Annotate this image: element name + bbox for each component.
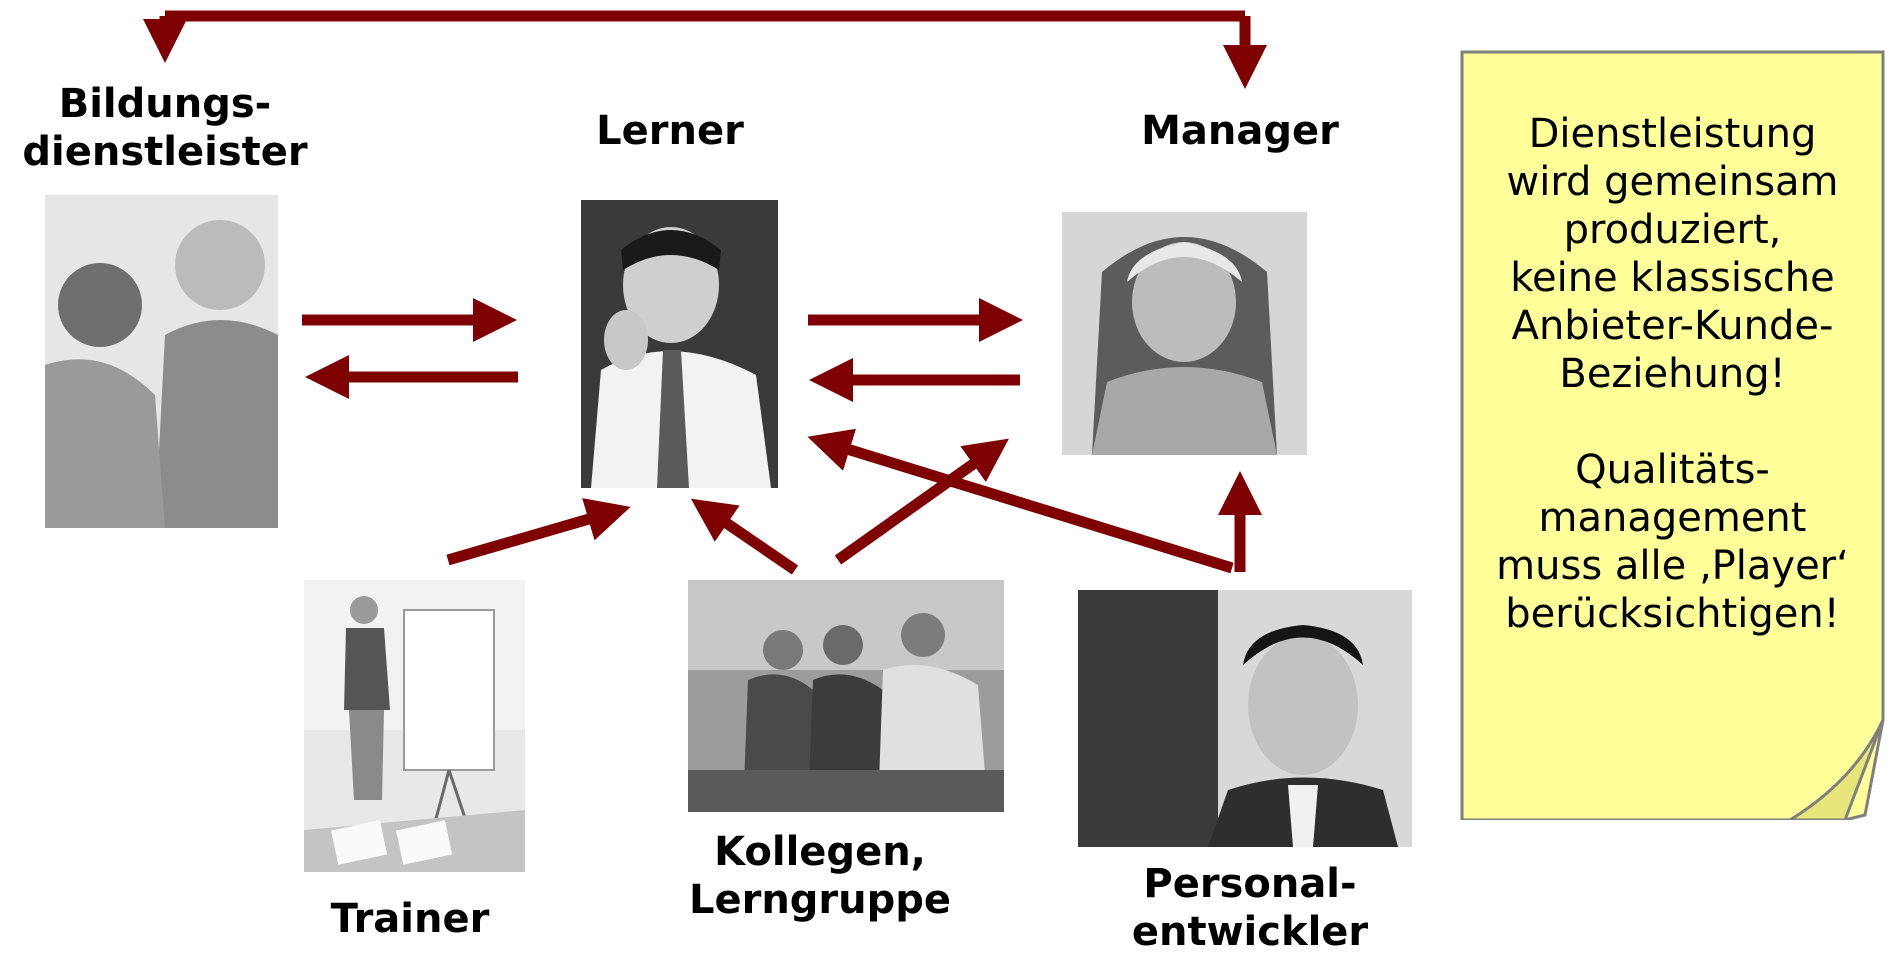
lerner-photo [581, 200, 778, 488]
kollegen-photo [688, 580, 1004, 812]
label-bildungsdienstleister: Bildungs- dienstleister [22, 81, 308, 175]
label-kollegen: Kollegen, Lerngruppe [688, 829, 952, 923]
trainer-photo [304, 580, 525, 872]
note-curl [1787, 719, 1885, 820]
bildungsdienstleister-photo [45, 195, 278, 528]
label-manager: Manager [1141, 108, 1339, 154]
label-trainer: Trainer [330, 896, 490, 942]
arrow-kollegen-to-lerner [690, 498, 799, 575]
callout-note [1460, 50, 1885, 820]
arrow-personal-to-lerner [807, 428, 1234, 574]
label-lerner: Lerner [596, 108, 744, 154]
callout-note-text: Dienstleistung wird gemeinsam produziert… [1496, 111, 1849, 637]
personalentwickler-photo [1078, 590, 1412, 847]
arrow-trainer-to-lerner [446, 498, 631, 566]
manager-photo [1062, 212, 1307, 455]
label-personalentwickler: Personal- entwickler [1131, 861, 1369, 955]
arrow-kollegen-to-manager [834, 438, 1009, 565]
